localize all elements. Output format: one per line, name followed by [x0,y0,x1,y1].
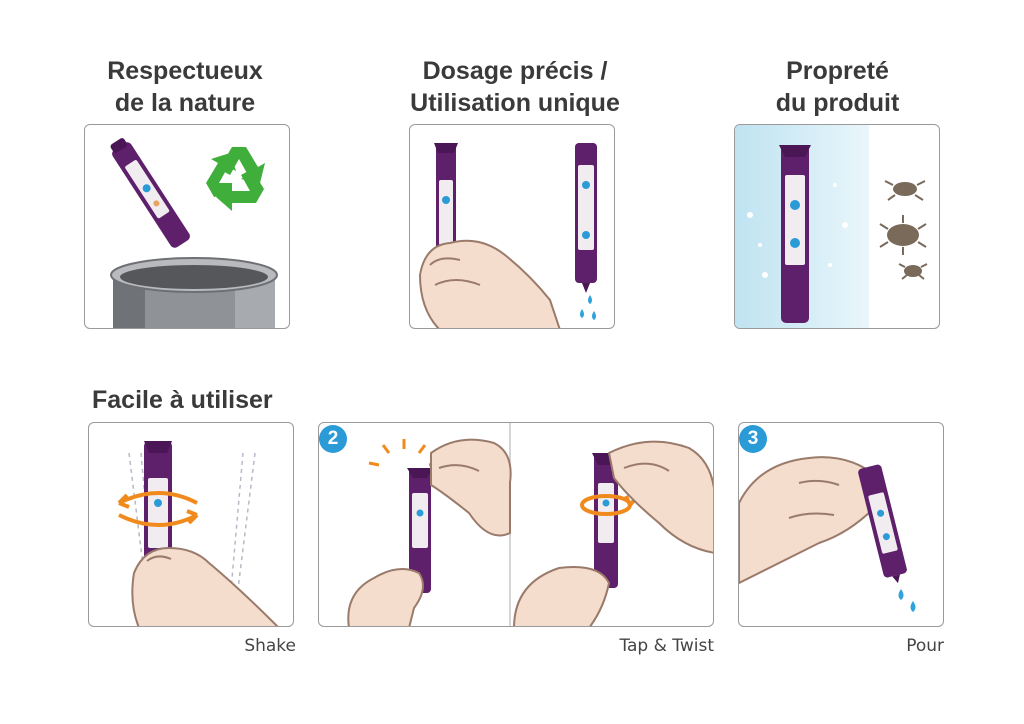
heading-nature-line2: de la nature [114,89,256,117]
drop-icon [580,295,596,320]
tap-twist-illustration [347,423,713,626]
vial-icon [779,145,811,323]
step-badge-3: 3 [739,425,767,453]
panel-eco-friendly [84,124,290,329]
tap-burst-icon [368,439,440,467]
vial-icon [858,464,907,584]
hand-icon [418,239,561,328]
recycle-illustration [110,138,278,328]
heading-clean-line1: Propreté [786,57,889,85]
heading-clean-line2: du produit [775,89,900,117]
drop-icon [898,589,916,612]
heading-nature: Respectueux de la nature [70,55,300,119]
step-badge-2: 2 [319,425,347,453]
vial-icon [407,468,433,593]
panel-step-pour: 3 [738,422,944,627]
dosage-illustration [418,143,597,328]
heading-dosage-line2: Utilisation unique [410,89,620,117]
hand-icon [131,546,279,626]
sparkle-icon [747,183,848,278]
heading-dosage-line1: Dosage précis / [422,57,608,85]
holding-hand-icon [347,568,424,626]
shake-arrows-icon [117,491,199,527]
heading-cleanliness: Propreté du produit [730,55,945,119]
heading-dosage: Dosage précis / Utilisation unique [385,55,645,119]
tapping-hand-icon [430,438,512,537]
cleanliness-illustration [735,125,928,328]
panel-step-shake [88,422,294,627]
recycle-icon [206,147,265,211]
caption-pour: Pour [906,636,944,656]
vial-icon [110,138,190,248]
trash-bin-icon [110,257,278,328]
shake-illustration [117,441,279,626]
open-vial-icon [575,143,597,293]
caption-shake: Shake [244,636,296,656]
heading-easy-to-use: Facile à utiliser [92,386,273,414]
heading-nature-line1: Respectueux [107,57,263,85]
lower-hand-icon [513,566,611,626]
panel-product-cleanliness [734,124,940,329]
caption-tap-twist: Tap & Twist [619,636,714,656]
twisting-hand-icon [607,440,713,554]
panel-precise-dosage [409,124,615,329]
germ-icon [879,180,928,280]
panel-step-tap-twist: 2 [318,422,714,627]
pour-illustration [739,456,916,612]
